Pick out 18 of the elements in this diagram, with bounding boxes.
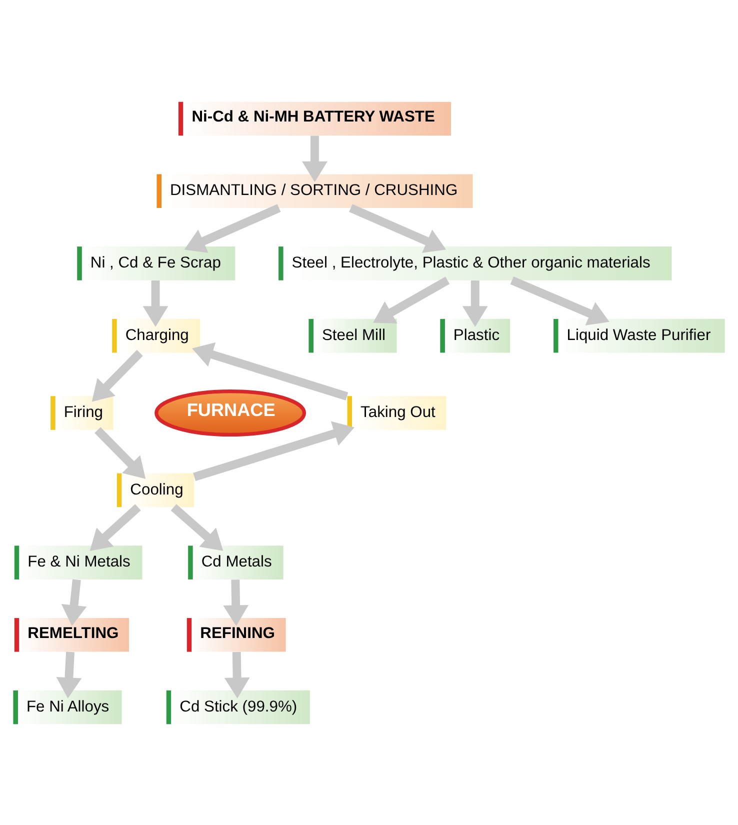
arrow (302, 135, 328, 182)
node-ellipse: FURNACE (154, 388, 306, 436)
arrow (462, 280, 488, 326)
arrow (90, 504, 141, 550)
arrow (92, 349, 143, 402)
arrow (184, 204, 281, 252)
arrow (192, 342, 348, 400)
arrow (94, 426, 146, 478)
arrow (170, 504, 224, 550)
arrow (373, 276, 450, 323)
arrow (193, 420, 354, 480)
arrow (349, 204, 446, 252)
arrow (56, 651, 82, 698)
arrow (224, 651, 250, 698)
arrow (223, 579, 249, 626)
arrow (510, 276, 610, 325)
arrow (61, 578, 87, 626)
arrow (142, 280, 168, 326)
